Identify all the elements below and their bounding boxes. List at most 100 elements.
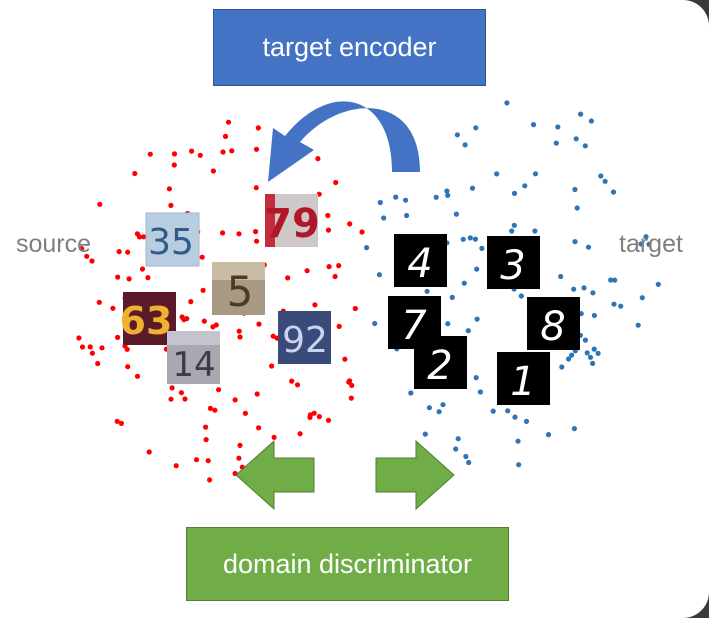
source-point — [336, 323, 342, 329]
source-point — [168, 202, 174, 208]
target-point — [490, 408, 496, 414]
source-point — [255, 125, 261, 131]
target-point — [424, 288, 430, 294]
source-point — [173, 463, 179, 469]
source-point — [96, 299, 102, 305]
target-point — [646, 241, 652, 247]
source-point — [216, 387, 222, 393]
source-point — [146, 449, 152, 455]
source-point — [201, 318, 207, 324]
target-point — [608, 277, 614, 283]
source-point — [197, 152, 203, 158]
target-point — [581, 285, 587, 291]
source-point — [125, 249, 131, 255]
source-point — [347, 221, 353, 227]
target-point — [474, 316, 480, 322]
source-point — [236, 455, 242, 461]
source-point — [207, 477, 213, 483]
source-point — [84, 253, 90, 259]
target-point — [422, 431, 428, 437]
source-point — [325, 227, 332, 233]
target-point — [436, 409, 442, 415]
source-point — [236, 231, 242, 237]
source-point — [304, 268, 310, 274]
source-point — [114, 418, 120, 424]
target-point — [376, 272, 382, 278]
target-point — [372, 320, 378, 327]
target-point — [518, 293, 524, 299]
source-point — [189, 148, 195, 154]
svg-text:14: 14 — [172, 345, 215, 385]
target-point — [584, 350, 590, 356]
target-point — [445, 192, 451, 198]
target-point — [618, 303, 624, 309]
target-point — [463, 453, 469, 460]
target-point — [511, 222, 517, 228]
target-point — [473, 125, 479, 131]
target-point — [473, 375, 479, 381]
target-point — [558, 273, 564, 280]
target-point — [512, 414, 518, 420]
source-point — [359, 229, 365, 235]
svg-text:79: 79 — [264, 201, 320, 247]
source-point — [207, 405, 213, 411]
source-point — [237, 442, 243, 448]
svhn-digit-35: 35 — [145, 212, 200, 267]
source-point — [325, 417, 332, 423]
source-point — [254, 238, 260, 244]
source-point — [237, 334, 243, 340]
target-point — [515, 438, 521, 444]
target-point — [522, 183, 528, 189]
source-point — [332, 273, 338, 280]
source-point — [222, 133, 229, 139]
source-point — [182, 396, 188, 402]
source-point — [256, 425, 262, 431]
target-point — [511, 190, 518, 196]
target-point — [408, 390, 414, 396]
source-point — [253, 229, 259, 235]
source-point — [297, 431, 303, 437]
target-point — [455, 436, 461, 442]
target-point — [559, 364, 565, 370]
source-point — [89, 350, 95, 356]
target-point — [453, 446, 459, 452]
source-point — [271, 434, 277, 440]
target-point — [460, 236, 466, 242]
target-point — [472, 236, 478, 242]
source-point — [349, 382, 355, 388]
source-label: source — [16, 230, 92, 258]
source-point — [336, 263, 342, 269]
source-point — [134, 231, 140, 237]
target-point — [364, 245, 370, 251]
target-point — [462, 142, 468, 148]
target-point — [566, 356, 572, 362]
target-point — [590, 290, 596, 296]
source-point — [99, 345, 105, 351]
source-point — [110, 305, 116, 311]
svg-text:35: 35 — [148, 222, 194, 263]
target-point — [479, 245, 485, 251]
source-point — [79, 344, 86, 350]
domain-discriminator-label: domain discriminator — [222, 548, 473, 579]
target-point — [572, 186, 578, 193]
target-point — [433, 194, 439, 200]
target-point — [643, 234, 649, 240]
target-point — [467, 235, 473, 241]
target-point — [474, 266, 480, 272]
source-point — [171, 151, 178, 157]
target-point — [445, 321, 451, 327]
target-point — [454, 132, 460, 138]
target-point — [532, 228, 538, 234]
svhn-digit-63: 63 — [120, 292, 176, 345]
target-point — [523, 418, 530, 424]
svhn-digit-79: 79 — [264, 194, 320, 247]
source-point — [141, 234, 147, 240]
target-point — [573, 136, 579, 142]
source-point — [115, 274, 121, 280]
target-point — [571, 426, 578, 432]
source-point — [79, 246, 85, 252]
source-point — [212, 407, 218, 413]
target-point — [469, 185, 476, 191]
